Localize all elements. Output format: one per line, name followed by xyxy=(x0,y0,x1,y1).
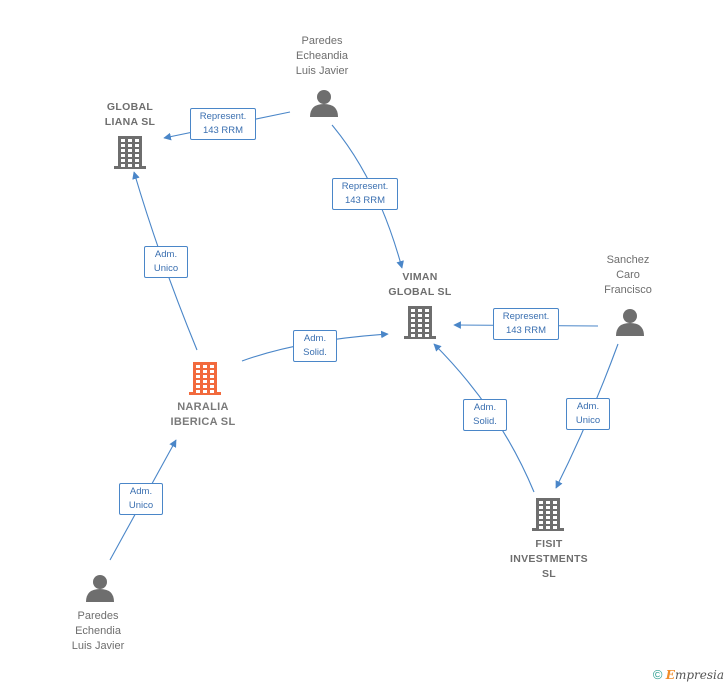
footer-copyright: © Empresia xyxy=(653,667,724,682)
building-icon-global-liana[interactable] xyxy=(114,136,146,169)
edge-label-e3: Represent. 143 RRM xyxy=(493,308,559,340)
building-icon-viman-global[interactable] xyxy=(404,306,436,339)
empresia-logo: Empresia xyxy=(665,668,724,682)
edge-label-e2: Represent. 143 RRM xyxy=(332,178,398,210)
person-icon-sanchez-caro[interactable] xyxy=(616,309,644,336)
node-label-global-liana: GLOBAL LIANA SL xyxy=(104,101,156,128)
building-icon-fisit-investments[interactable] xyxy=(532,498,564,531)
edge-label-e6: Adm. Solid. xyxy=(463,399,507,431)
person-icon-paredes-echeandia[interactable] xyxy=(310,90,338,117)
node-label-viman-global: VIMAN GLOBAL SL xyxy=(388,271,452,298)
node-label-paredes-echeandia: Paredes Echeandia Luis Javier xyxy=(295,35,349,77)
person-icon-paredes-echendia[interactable] xyxy=(86,575,114,602)
edge-label-e8: Adm. Unico xyxy=(119,483,163,515)
copyright-symbol: © xyxy=(652,667,663,682)
node-label-fisit-investments: FISIT INVESTMENTS SL xyxy=(510,538,588,580)
node-label-paredes-echendia: Paredes Echendia Luis Javier xyxy=(71,610,125,652)
edge-label-e1: Represent. 143 RRM xyxy=(190,108,256,140)
edge-label-e5: Adm. Solid. xyxy=(293,330,337,362)
building-icon-naralia-iberica[interactable] xyxy=(189,362,221,395)
node-label-sanchez-caro: Sanchez Caro Francisco xyxy=(604,254,652,296)
edge-label-e4: Adm. Unico xyxy=(144,246,188,278)
node-label-naralia-iberica: NARALIA IBERICA SL xyxy=(170,401,236,428)
edge-label-e7: Adm. Unico xyxy=(566,398,610,430)
